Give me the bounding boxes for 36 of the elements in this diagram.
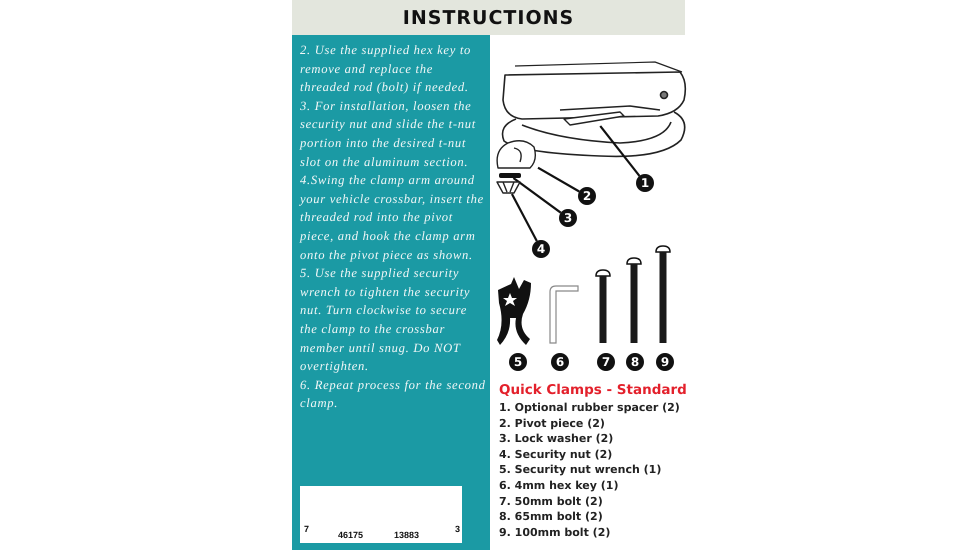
instruction-text: 3. For installation, loosen the security nut and slide the t-nut portion into the desired t-nut slot on the aluminum section. — [300, 98, 477, 171]
callout-number: 9 — [656, 353, 674, 371]
parts-list-item: 5. Security nut wrench (1) — [499, 462, 662, 478]
instruction-text: 2. Use the supplied hex key to remove and replace the threaded rod (bolt) if needed. — [300, 42, 472, 96]
instruction-text: 5. Use the supplied security wrench to tighten the security nut. Turn clockwise to secure the clamp to the crossbar member until snug. Do NOT overtighten. — [300, 265, 472, 376]
callout-number: 2 — [578, 187, 596, 205]
callout-number: 3 — [559, 209, 577, 227]
parts-list-heading: Quick Clamps - Standard — [499, 382, 684, 398]
callout-number: 7 — [597, 353, 615, 371]
parts-list-item: 4. Security nut (2) — [499, 446, 614, 462]
leader-line — [510, 193, 538, 242]
security-nut-drawing — [496, 181, 521, 194]
parts-list-item: 9. 100mm bolt (2) — [499, 524, 612, 540]
leader-line — [512, 177, 562, 214]
rubber-spacer-drawing — [562, 110, 626, 126]
callout-number: 8 — [626, 353, 644, 371]
leader-line — [537, 166, 580, 192]
callout-number: 1 — [636, 174, 654, 192]
title: INSTRUCTIONS — [402, 6, 574, 28]
code-digits: 13883 — [394, 530, 420, 540]
leader-line — [599, 125, 640, 177]
instruction-text: 4.Swing the clamp arm around your vehicle crossbar, insert the threaded rod into the pivot piece, and hook the clamp arm onto the pivot piece as shown. — [300, 172, 485, 264]
code-digits: 7 — [304, 524, 310, 534]
callout-number: 5 — [509, 353, 527, 371]
parts-list-item: 7. 50mm bolt (2) — [499, 494, 604, 510]
callout-number: 4 — [532, 240, 550, 258]
parts-list-item: 6. 4mm hex key (1) — [499, 478, 620, 494]
code-digits: 3 — [455, 524, 460, 534]
instruction-text: 6. Repeat process for the second clamp. — [300, 376, 486, 412]
callout-number: 6 — [551, 353, 569, 371]
parts-list-item: 3. Lock washer (2) — [499, 431, 614, 447]
code-digits: 46175 — [338, 530, 364, 540]
lock-washer-drawing — [499, 173, 521, 178]
parts-list-item: 8. 65mm bolt (2) — [499, 509, 604, 525]
parts-list-item: 2. Pivot piece (2) — [499, 416, 606, 432]
parts-list-item: 1. Optional rubber spacer (2) — [499, 400, 681, 416]
